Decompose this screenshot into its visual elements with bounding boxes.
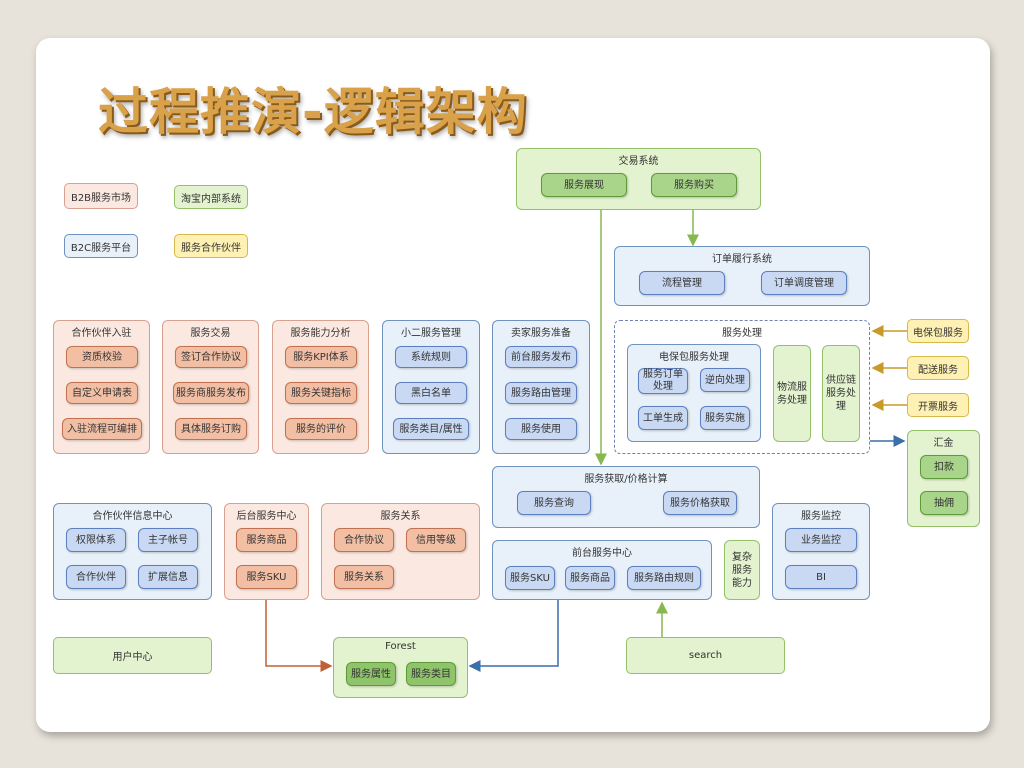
service-show[interactable]: 服务展现 bbox=[541, 173, 627, 197]
user-center[interactable]: 用户中心 bbox=[53, 637, 212, 674]
service-use[interactable]: 服务使用 bbox=[505, 418, 577, 440]
capability-analysis: 服务能力分析 服务KPI体系 服务关键指标 服务的评价 bbox=[272, 320, 369, 454]
forest-title: Forest bbox=[385, 641, 416, 652]
ticket-generation[interactable]: 工单生成 bbox=[638, 406, 688, 430]
partner-onboarding-title: 合作伙伴入驻 bbox=[71, 328, 132, 339]
service-category[interactable]: 服务类目 bbox=[406, 662, 456, 686]
legend-taobao: 淘宝内部系统 bbox=[174, 185, 248, 209]
order-processing[interactable]: 服务订单处理 bbox=[638, 368, 688, 394]
service-implementation[interactable]: 服务实施 bbox=[700, 406, 750, 430]
service-monitor-title: 服务监控 bbox=[801, 511, 841, 522]
front-service-center: 前台服务中心 服务SKU 服务商品 服务路由规则 bbox=[492, 540, 712, 600]
trade-system: 交易系统 服务展现 服务购买 bbox=[516, 148, 761, 210]
supply-chain-processing[interactable]: 供应链服务处理 bbox=[822, 345, 860, 442]
summary-title: 汇金 bbox=[933, 438, 954, 449]
pkg-service[interactable]: 电保包服务 bbox=[907, 319, 969, 343]
search-box[interactable]: search bbox=[626, 637, 785, 674]
kpi-system[interactable]: 服务KPI体系 bbox=[285, 346, 357, 368]
permission-system[interactable]: 权限体系 bbox=[66, 528, 126, 552]
deduct-button[interactable]: 扣款 bbox=[920, 455, 968, 479]
partner-item[interactable]: 合作伙伴 bbox=[66, 565, 126, 589]
order-system: 订单履行系统 流程管理 订单调度管理 bbox=[614, 246, 870, 306]
forest-box: Forest 服务属性 服务类目 bbox=[333, 637, 468, 698]
master-sub-account[interactable]: 主子帐号 bbox=[138, 528, 198, 552]
backend-service-sku[interactable]: 服务SKU bbox=[236, 565, 297, 589]
pricing-box: 服务获取/价格计算 服务查询 服务价格获取 bbox=[492, 466, 760, 528]
front-service-center-title: 前台服务中心 bbox=[572, 548, 632, 559]
legend-partner: 服务合作伙伴 bbox=[174, 234, 248, 258]
price-retrieval[interactable]: 服务价格获取 bbox=[663, 491, 737, 515]
seller-preparation-title: 卖家服务准备 bbox=[511, 328, 571, 339]
service-category-attr[interactable]: 服务类目/属性 bbox=[393, 418, 469, 440]
capability-analysis-title: 服务能力分析 bbox=[290, 328, 351, 339]
summary-box: 汇金 扣款 抽佣 bbox=[907, 430, 980, 527]
flow-management[interactable]: 流程管理 bbox=[639, 271, 725, 295]
service-relation: 服务关系 合作协议 信用等级 服务关系 bbox=[321, 503, 480, 600]
backend-center: 后台服务中心 服务商品 服务SKU bbox=[224, 503, 309, 600]
onboarding-process[interactable]: 入驻流程可编排 bbox=[62, 418, 142, 440]
xiaoer-management: 小二服务管理 系统规则 黑白名单 服务类目/属性 bbox=[382, 320, 480, 454]
front-service-sku[interactable]: 服务SKU bbox=[505, 566, 555, 590]
xiaoer-management-title: 小二服务管理 bbox=[401, 328, 461, 339]
delivery-service[interactable]: 配送服务 bbox=[907, 356, 969, 380]
provider-publish[interactable]: 服务商服务发布 bbox=[173, 382, 249, 404]
partner-info-center: 合作伙伴信息中心 权限体系 主子帐号 合作伙伴 扩展信息 bbox=[53, 503, 212, 600]
front-service-goods[interactable]: 服务商品 bbox=[565, 566, 615, 590]
backend-center-title: 后台服务中心 bbox=[236, 511, 297, 522]
seller-preparation: 卖家服务准备 前台服务发布 服务路由管理 服务使用 bbox=[492, 320, 590, 454]
sign-agreement[interactable]: 签订合作协议 bbox=[175, 346, 247, 368]
black-white-list[interactable]: 黑白名单 bbox=[395, 382, 467, 404]
key-metrics[interactable]: 服务关键指标 bbox=[285, 382, 357, 404]
service-processing-title: 服务处理 bbox=[722, 328, 762, 339]
order-system-title: 订单履行系统 bbox=[712, 254, 772, 265]
service-relation-item[interactable]: 服务关系 bbox=[334, 565, 394, 589]
business-monitor[interactable]: 业务监控 bbox=[785, 528, 857, 552]
cooperation-agreement[interactable]: 合作协议 bbox=[334, 528, 394, 552]
service-attribute[interactable]: 服务属性 bbox=[346, 662, 396, 686]
complex-capability[interactable]: 复杂服务能力 bbox=[724, 540, 760, 600]
commission-button[interactable]: 抽佣 bbox=[920, 491, 968, 515]
system-rules[interactable]: 系统规则 bbox=[395, 346, 467, 368]
logistics-processing[interactable]: 物流服务处理 bbox=[773, 345, 811, 442]
service-subscribe[interactable]: 具体服务订购 bbox=[175, 418, 247, 440]
front-publish[interactable]: 前台服务发布 bbox=[505, 346, 577, 368]
trade-system-title: 交易系统 bbox=[618, 156, 659, 167]
service-review[interactable]: 服务的评价 bbox=[285, 418, 357, 440]
legend-b2b: B2B服务市场 bbox=[64, 183, 138, 209]
partner-onboarding: 合作伙伴入驻 资质校验 自定义申请表 入驻流程可编排 bbox=[53, 320, 150, 454]
service-trade-title: 服务交易 bbox=[190, 328, 231, 339]
service-query[interactable]: 服务查询 bbox=[517, 491, 591, 515]
service-trade: 服务交易 签订合作协议 服务商服务发布 具体服务订购 bbox=[162, 320, 259, 454]
pkg-processing: 电保包服务处理 服务订单处理 逆向处理 工单生成 服务实施 bbox=[627, 344, 761, 442]
custom-application-form[interactable]: 自定义申请表 bbox=[66, 382, 138, 404]
pricing-title: 服务获取/价格计算 bbox=[584, 474, 668, 485]
order-dispatch[interactable]: 订单调度管理 bbox=[761, 271, 847, 295]
service-buy[interactable]: 服务购买 bbox=[651, 173, 737, 197]
service-processing: 服务处理 电保包服务处理 服务订单处理 逆向处理 工单生成 服务实施 物流服务处… bbox=[614, 320, 870, 454]
reverse-processing[interactable]: 逆向处理 bbox=[700, 368, 750, 392]
invoice-service[interactable]: 开票服务 bbox=[907, 393, 969, 417]
page-title: 过程推演-逻辑架构 bbox=[98, 83, 528, 141]
service-relation-title: 服务关系 bbox=[380, 511, 421, 522]
qualification-check[interactable]: 资质校验 bbox=[66, 346, 138, 368]
legend-b2c: B2C服务平台 bbox=[64, 234, 138, 258]
service-route-rules[interactable]: 服务路由规则 bbox=[627, 566, 701, 590]
service-monitor: 服务监控 业务监控 BI bbox=[772, 503, 870, 600]
pkg-processing-title: 电保包服务处理 bbox=[659, 352, 729, 363]
route-management[interactable]: 服务路由管理 bbox=[505, 382, 577, 404]
partner-info-title: 合作伙伴信息中心 bbox=[92, 511, 173, 522]
credit-level[interactable]: 信用等级 bbox=[406, 528, 466, 552]
bi-button[interactable]: BI bbox=[785, 565, 857, 589]
extended-info[interactable]: 扩展信息 bbox=[138, 565, 198, 589]
backend-service-goods[interactable]: 服务商品 bbox=[236, 528, 297, 552]
